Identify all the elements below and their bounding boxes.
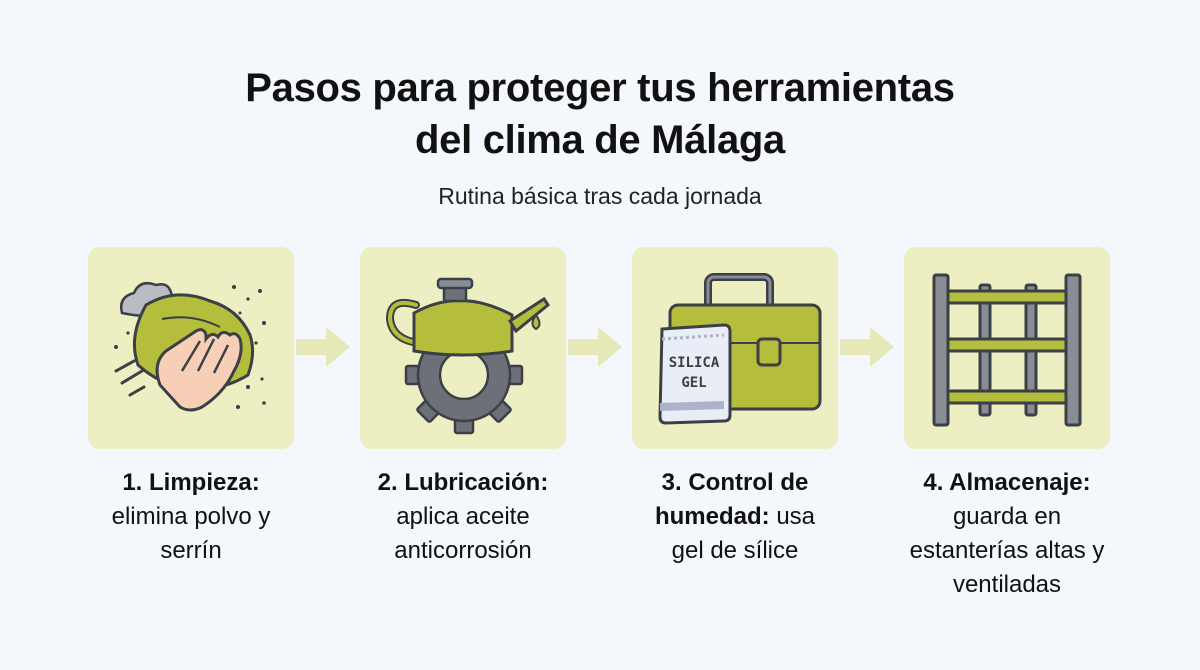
oil-can-gear-icon bbox=[385, 277, 551, 435]
silica-packet-label-2: GEL bbox=[681, 375, 706, 391]
step-1-text: elimina polvo y serrín bbox=[111, 503, 271, 564]
step-1-card bbox=[88, 247, 294, 449]
title-line-1: Pasos para proteger tus herramientas bbox=[245, 66, 955, 110]
step-3-heading: 3. Control de humedad: bbox=[654, 469, 809, 530]
step-4-card bbox=[904, 247, 1110, 449]
briefcase-silica-gel-icon: SILICA GEL bbox=[658, 273, 822, 425]
step-2-text: aplica aceite anticorrosión bbox=[394, 503, 532, 564]
arrow-1-icon bbox=[296, 327, 350, 367]
arrow-3-icon bbox=[840, 327, 894, 367]
step-2-card bbox=[360, 247, 566, 449]
title-line-2: del clima de Málaga bbox=[414, 118, 785, 162]
step-3-card: SILICA GEL bbox=[632, 247, 838, 449]
silica-packet-label-1: SILICA bbox=[669, 355, 720, 371]
step-1-label: 1. Limpieza: elimina polvo y serrín bbox=[61, 466, 321, 568]
step-3-text: usa gel de sílice bbox=[671, 503, 816, 564]
step-4-label: 4. Almacenaje: guarda en estanterías alt… bbox=[877, 466, 1137, 602]
step-4-heading: 4. Almacenaje: bbox=[923, 469, 1091, 496]
subtitle: Rutina básica tras cada jornada bbox=[438, 183, 762, 209]
arrow-2-icon bbox=[568, 327, 622, 367]
step-2-label: 2. Lubricación: aplica aceite anticorros… bbox=[333, 466, 593, 568]
step-3-label: 3. Control de humedad: usa gel de sílice bbox=[605, 466, 865, 568]
shelving-rack-icon bbox=[932, 273, 1082, 427]
step-2-heading: 2. Lubricación: bbox=[377, 469, 549, 496]
step-4-text: guarda en estanterías altas y ventiladas bbox=[909, 503, 1105, 598]
page-title: Pasos para proteger tus herramientas del… bbox=[0, 62, 1200, 166]
cleaning-cloth-icon bbox=[114, 282, 266, 412]
step-1-heading: 1. Limpieza: bbox=[122, 469, 260, 496]
